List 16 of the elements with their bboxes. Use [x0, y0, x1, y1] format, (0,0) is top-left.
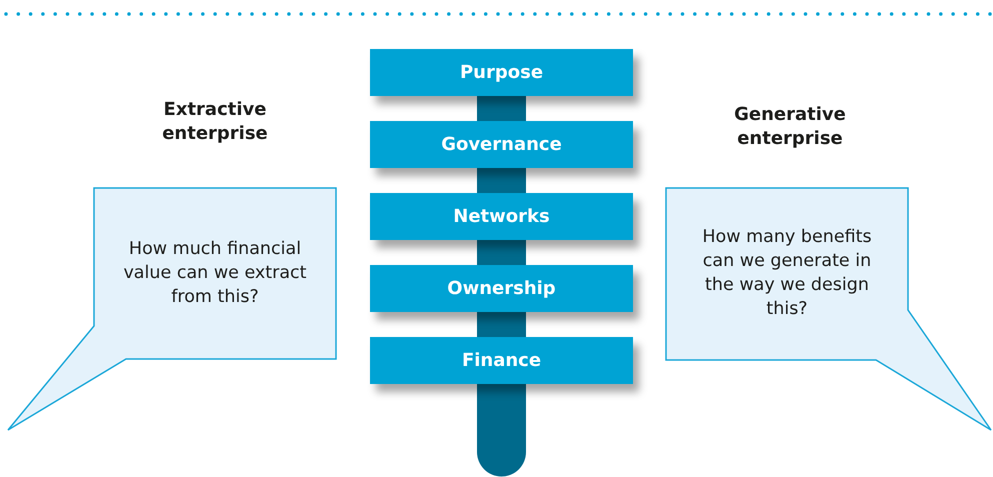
layer-label: Governance: [441, 134, 562, 155]
layer-bar: [370, 193, 633, 240]
layer-label: Networks: [453, 206, 550, 227]
question-text: How much financial value can we extract from this?: [122, 238, 308, 309]
layer-label: Finance: [462, 350, 542, 371]
layer-bar: [370, 337, 633, 384]
question-text: How many benefits can we generate in the way we design this?: [701, 226, 873, 321]
layer-bar: [370, 265, 633, 312]
layer-label: Ownership: [447, 278, 556, 299]
layer-bar: [370, 49, 633, 96]
speech-bubble: [664, 187, 993, 433]
speech-bubble: [6, 187, 338, 433]
layer-label: Purpose: [460, 62, 544, 83]
column-heading: Extractive enterprise: [161, 98, 269, 146]
layer-bar: [370, 121, 633, 168]
column-heading: Generative enterprise: [733, 103, 847, 151]
